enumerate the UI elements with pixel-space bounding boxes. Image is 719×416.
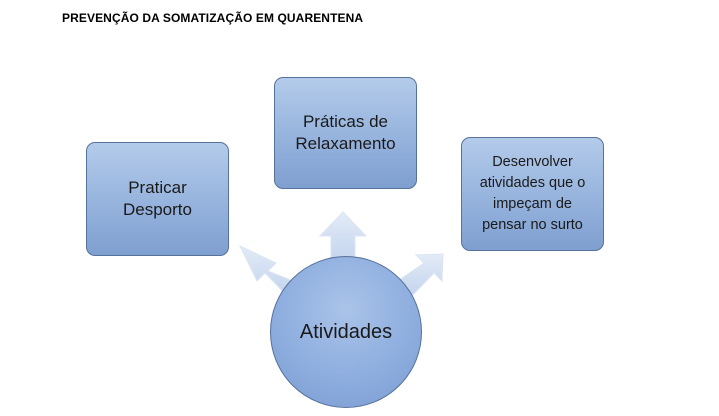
- box-desenvolver-atividades: Desenvolver atividades que o impeçam de …: [461, 137, 604, 251]
- box-praticas-relaxamento: Práticas de Relaxamento: [274, 77, 417, 189]
- page-title: PREVENÇÃO DA SOMATIZAÇÃO EM QUARENTENA: [62, 11, 364, 25]
- center-label: Atividades: [299, 320, 393, 343]
- box-desenvolver-line-3: impeçam de: [493, 196, 572, 212]
- box-desenvolver-line-1: Desenvolver: [492, 154, 573, 170]
- box-praticar-desporto: Praticar Desporto: [86, 142, 229, 256]
- box-relaxamento-line-1: Práticas de: [302, 112, 389, 131]
- box-desenvolver-line-2: atividades que o: [479, 175, 586, 191]
- box-desporto-line-2: Desporto: [123, 200, 192, 219]
- center-circle-atividades: Atividades: [270, 256, 422, 408]
- box-desporto-line-1: Praticar: [128, 178, 187, 197]
- box-relaxamento-line-2: Relaxamento: [295, 134, 396, 153]
- box-desenvolver-line-4: pensar no surto: [482, 217, 583, 233]
